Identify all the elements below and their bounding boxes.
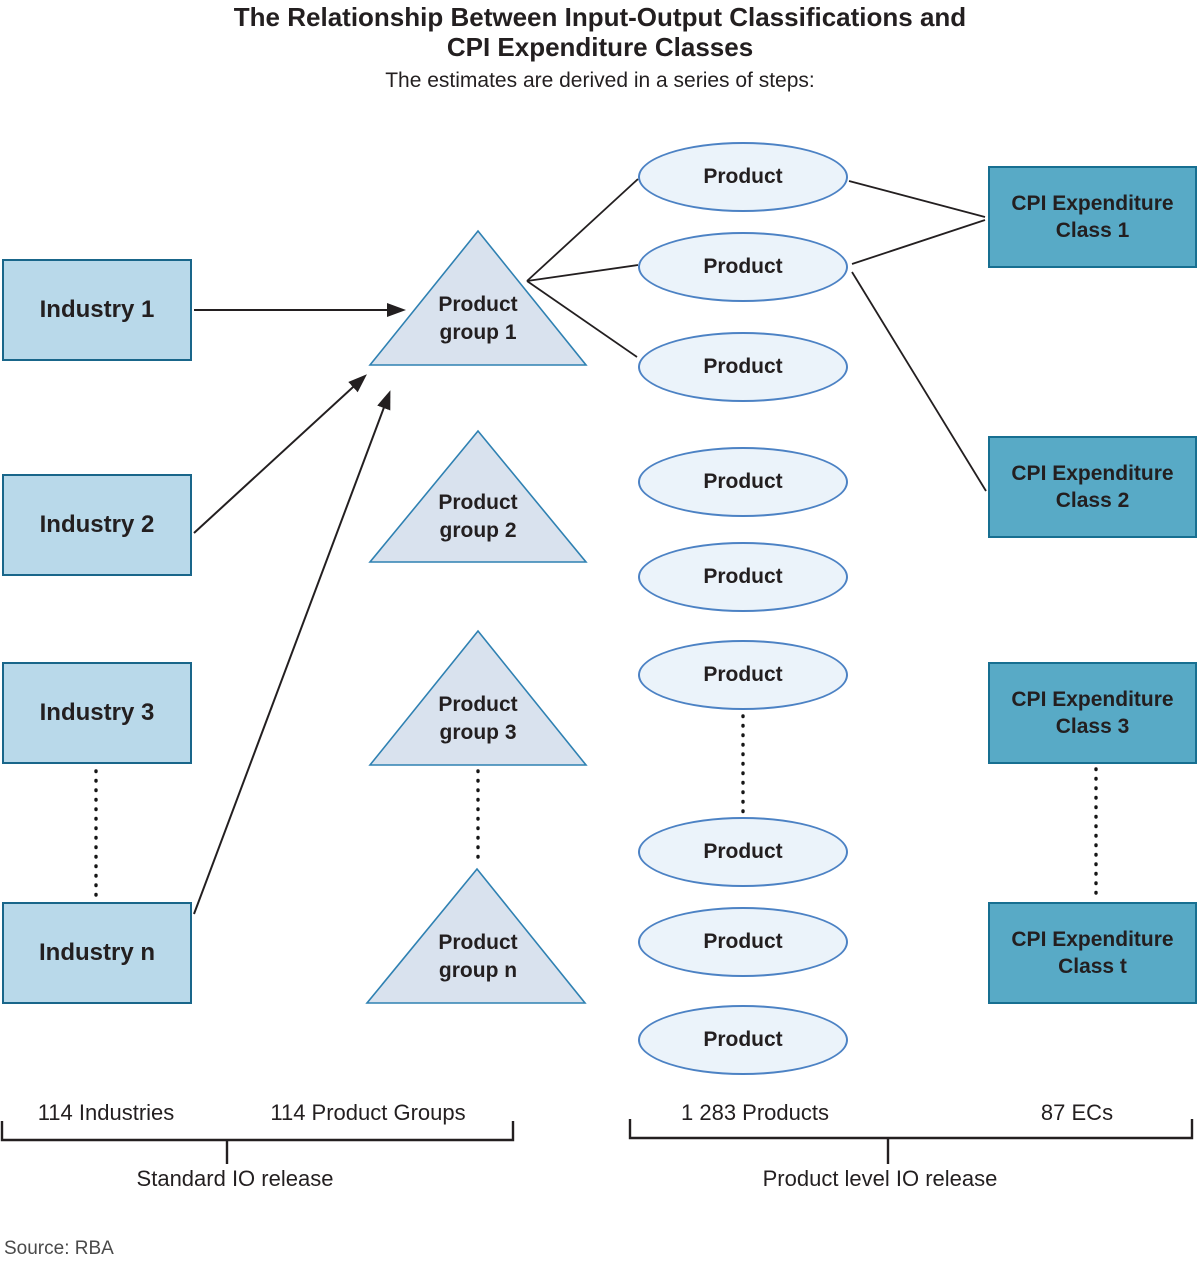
product-ellipse-4-label: Product bbox=[703, 470, 783, 493]
product-ellipse-4: Product bbox=[638, 447, 848, 517]
industry-2-box: Industry 2 bbox=[2, 474, 192, 576]
figure-title-line-1: The Relationship Between Input-Output Cl… bbox=[233, 2, 967, 32]
product-ellipse-8: Product bbox=[638, 907, 848, 977]
industry-3-label: Industry 3 bbox=[39, 699, 155, 726]
products-count-label: 1 283 Products bbox=[681, 1100, 829, 1125]
product-ellipse-1: Product bbox=[638, 142, 848, 212]
cpi-class-2-label-line1: CPI Expenditure bbox=[1011, 462, 1174, 485]
bracket-standard-io bbox=[0, 1121, 515, 1142]
figure-subtitle: The estimates are derived in a series of… bbox=[385, 69, 815, 92]
product-ellipse-5-label: Product bbox=[703, 565, 783, 588]
figure-title-line-2: CPI Expenditure Classes bbox=[446, 32, 754, 62]
cpi-class-1-box: CPI Expenditure Class 1 bbox=[988, 166, 1197, 268]
industry-3-box: Industry 3 bbox=[2, 662, 192, 764]
product-group-n-label: Product group n bbox=[393, 929, 563, 985]
product-group-2-label: Product group 2 bbox=[393, 489, 563, 545]
product-ellipse-5: Product bbox=[638, 542, 848, 612]
product-group-3-label-line1: Product bbox=[438, 693, 518, 716]
product-ellipse-7-label: Product bbox=[703, 840, 783, 863]
product-group-1-label: Product group 1 bbox=[393, 291, 563, 347]
product-ellipse-3-label: Product bbox=[703, 355, 783, 378]
connector-product2-cpi1 bbox=[851, 219, 986, 265]
product-group-2-triangle bbox=[368, 429, 588, 563]
product-ellipse-6: Product bbox=[638, 640, 848, 710]
figure-title-block: The Relationship Between Input-Output Cl… bbox=[0, 2, 1200, 94]
cpi-class-1-label-line1: CPI Expenditure bbox=[1011, 192, 1174, 215]
product-group-n-label-line2: group n bbox=[438, 959, 518, 982]
product-group-1-label-line1: Product bbox=[438, 293, 518, 316]
industry-n-box: Industry n bbox=[2, 902, 192, 1004]
cpi-class-2-label-line2: Class 2 bbox=[1055, 489, 1130, 512]
industry-1-box: Industry 1 bbox=[2, 259, 192, 361]
product-ellipse-2: Product bbox=[638, 232, 848, 302]
product-group-3-triangle bbox=[368, 629, 588, 766]
industry-2-label: Industry 2 bbox=[39, 511, 155, 538]
cpi-class-t-label-line2: Class t bbox=[1058, 955, 1127, 978]
product-group-2-label-line1: Product bbox=[438, 491, 518, 514]
product-group-2-label-line2: group 2 bbox=[439, 519, 517, 542]
cpi-class-3-label-line2: Class 3 bbox=[1055, 715, 1130, 738]
cpi-class-3-label-line1: CPI Expenditure bbox=[1011, 688, 1174, 711]
product-group-3-label: Product group 3 bbox=[393, 691, 563, 747]
connector-product1-cpi1 bbox=[848, 180, 986, 218]
industries-count-label: 114 Industries bbox=[37, 1100, 175, 1125]
cpi-class-t-label-line1: CPI Expenditure bbox=[1011, 928, 1174, 951]
product-groups-count-label: 114 Product Groups bbox=[270, 1100, 466, 1125]
bracket-product-level-io bbox=[628, 1119, 1194, 1140]
connector-group1-product1 bbox=[526, 178, 639, 282]
product-ellipse-9-label: Product bbox=[703, 1028, 783, 1051]
product-ellipse-2-label: Product bbox=[703, 255, 783, 278]
product-ellipse-7: Product bbox=[638, 817, 848, 887]
product-ellipse-8-label: Product bbox=[703, 930, 783, 953]
connector-product2-cpi2 bbox=[851, 271, 987, 492]
standard-io-release-label: Standard IO release bbox=[136, 1166, 334, 1191]
cpi-class-t-box: CPI Expenditure Class t bbox=[988, 902, 1197, 1004]
connector-group1-product2 bbox=[526, 264, 639, 282]
product-group-n-triangle bbox=[365, 867, 587, 1004]
product-level-io-release-label: Product level IO release bbox=[762, 1166, 998, 1191]
product-group-3-label-line2: group 3 bbox=[439, 721, 517, 744]
product-group-1-label-line2: group 1 bbox=[439, 321, 517, 344]
product-ellipse-1-label: Product bbox=[703, 165, 783, 188]
ecs-count-label: 87 ECs bbox=[1040, 1100, 1114, 1125]
industry-1-label: Industry 1 bbox=[39, 296, 155, 323]
source-note: Source: RBA bbox=[4, 1238, 114, 1259]
product-ellipse-6-label: Product bbox=[703, 663, 783, 686]
cpi-class-3-box: CPI Expenditure Class 3 bbox=[988, 662, 1197, 764]
product-ellipse-3: Product bbox=[638, 332, 848, 402]
connector-group1-product3 bbox=[526, 280, 638, 358]
cpi-class-1-label-line2: Class 1 bbox=[1055, 219, 1130, 242]
industry-n-label: Industry n bbox=[38, 939, 155, 966]
product-ellipse-9: Product bbox=[638, 1005, 848, 1075]
arrow-industry2-to-group1 bbox=[193, 374, 367, 534]
cpi-class-2-box: CPI Expenditure Class 2 bbox=[988, 436, 1197, 538]
arrow-industryn-to-group1 bbox=[193, 390, 391, 915]
product-group-n-label-line1: Product bbox=[438, 931, 518, 954]
product-group-1-triangle bbox=[368, 229, 588, 366]
